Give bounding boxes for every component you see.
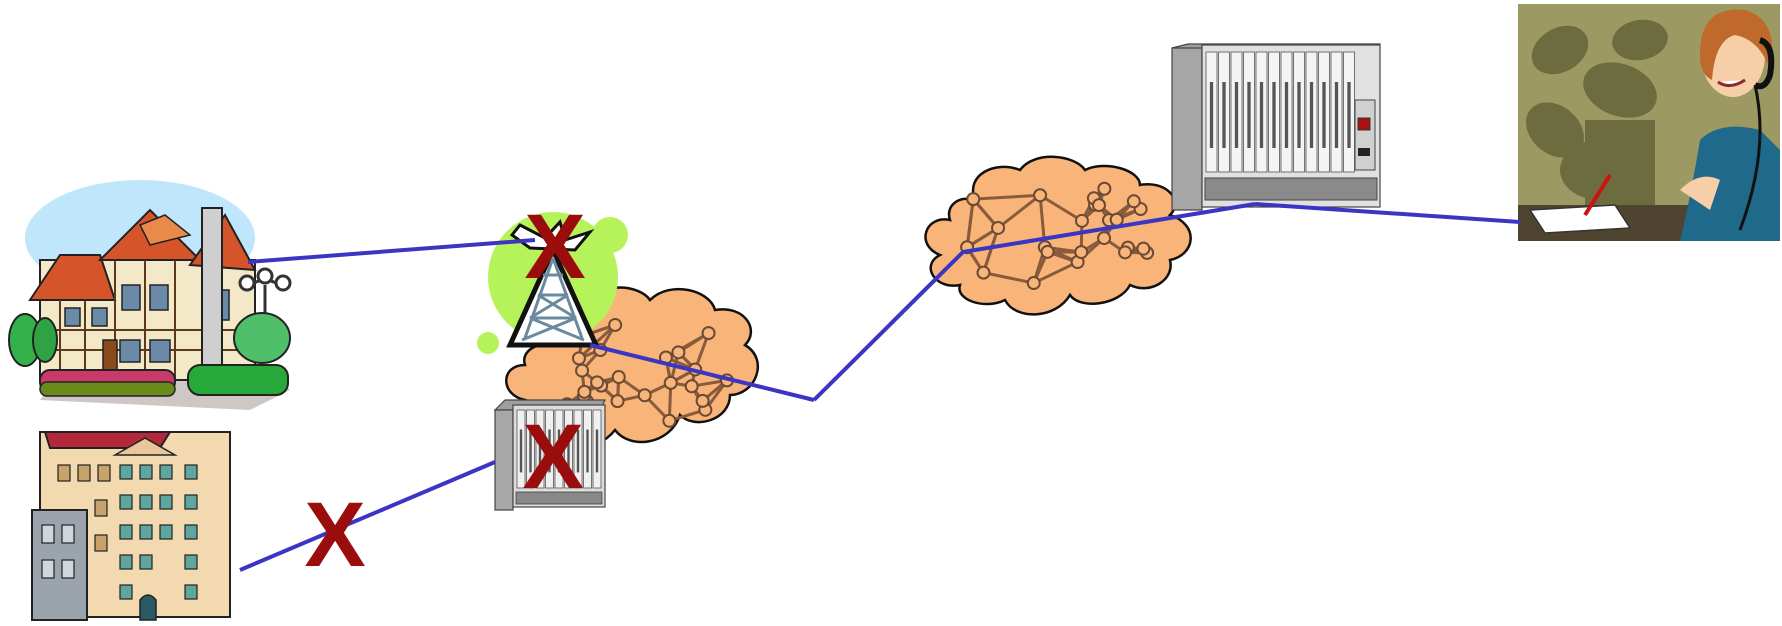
mesh-node bbox=[703, 327, 715, 339]
mesh-node bbox=[977, 267, 989, 279]
rack-slot-detail bbox=[1272, 82, 1275, 148]
mesh-node bbox=[1093, 199, 1105, 211]
mesh-node bbox=[573, 352, 585, 364]
mesh-node bbox=[1034, 189, 1046, 201]
mesh-node bbox=[1075, 246, 1087, 258]
mesh-node bbox=[1119, 246, 1131, 258]
rack-slot-detail bbox=[1260, 82, 1263, 148]
rack-slot-detail bbox=[1347, 82, 1350, 148]
mesh-node bbox=[612, 395, 624, 407]
mesh-node bbox=[697, 395, 709, 407]
mesh-node bbox=[1137, 243, 1149, 255]
rack-slot-detail bbox=[1235, 82, 1238, 148]
office-building-icon bbox=[32, 432, 230, 620]
link-building-rack bbox=[240, 462, 495, 570]
tower-failure-mark: X bbox=[524, 196, 585, 298]
line-failure-mark: X bbox=[304, 484, 365, 586]
rack-slot-detail bbox=[1297, 82, 1300, 148]
mesh-node bbox=[672, 346, 684, 358]
house-icon bbox=[9, 180, 290, 410]
link-cloud-cloud bbox=[814, 252, 963, 400]
mesh-node bbox=[663, 415, 675, 427]
mesh-node bbox=[609, 319, 621, 331]
mesh-node bbox=[1111, 214, 1123, 226]
rack-slot-detail bbox=[596, 430, 598, 473]
rack-slot-detail bbox=[1335, 82, 1338, 148]
mesh-node bbox=[967, 193, 979, 205]
mesh-node bbox=[639, 389, 651, 401]
links bbox=[240, 204, 1520, 570]
mesh-node bbox=[578, 386, 590, 398]
mesh-node bbox=[1098, 183, 1110, 195]
mesh-node bbox=[1076, 215, 1088, 227]
mesh-node bbox=[576, 365, 588, 377]
large-switch-rack-icon bbox=[1172, 44, 1380, 210]
mesh-node bbox=[1028, 277, 1040, 289]
rack-slot-detail bbox=[1285, 82, 1288, 148]
mesh-node bbox=[1128, 195, 1140, 207]
mesh-node bbox=[613, 371, 625, 383]
operator-photo-icon bbox=[1515, 4, 1780, 241]
mesh-node bbox=[591, 376, 603, 388]
rack-slot-detail bbox=[586, 430, 588, 473]
mesh-node bbox=[1098, 232, 1110, 244]
rack-slot-detail bbox=[1222, 82, 1225, 148]
mesh-node bbox=[686, 380, 698, 392]
mesh-node bbox=[992, 222, 1004, 234]
rack-slot-detail bbox=[1310, 82, 1313, 148]
rack-slot-detail bbox=[1210, 82, 1213, 148]
link-rack-operator bbox=[1255, 204, 1520, 222]
rack-failure-mark: X bbox=[522, 406, 583, 508]
rack-slot-detail bbox=[1247, 82, 1250, 148]
mesh-node bbox=[665, 377, 677, 389]
mesh-node bbox=[1042, 246, 1054, 258]
rack-slot-detail bbox=[1322, 82, 1325, 148]
